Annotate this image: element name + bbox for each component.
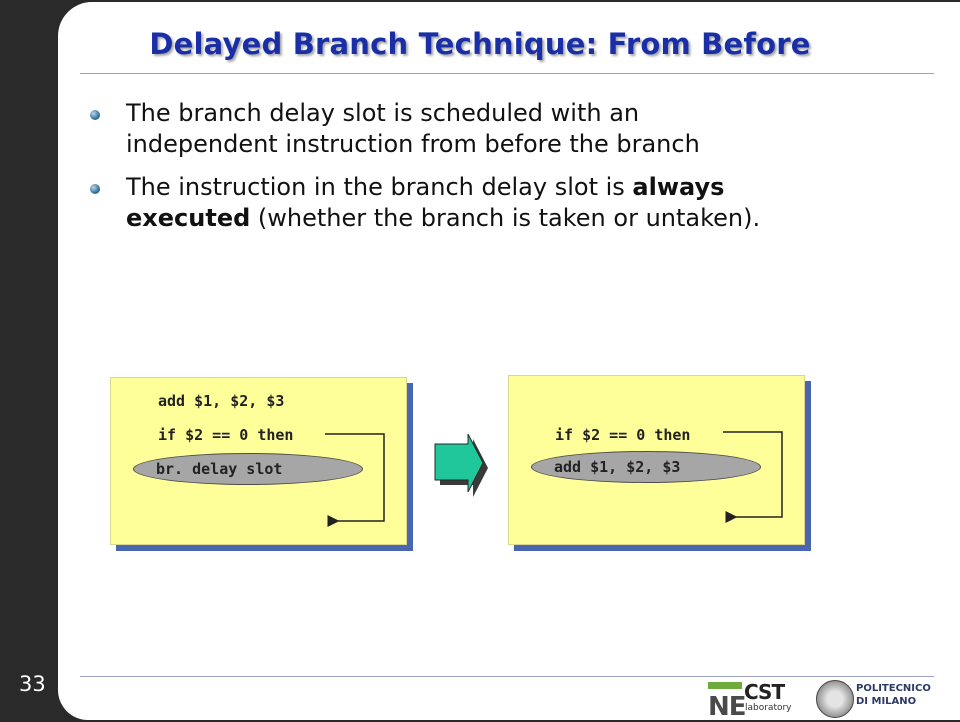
bullet-icon [90,110,100,120]
footer-divider [80,676,934,677]
footer-logos: NE CST laboratory POLITECNICO DI MILANO [700,678,940,722]
polimi-line-1: POLITECNICO [856,683,931,694]
polimi-seal-icon [816,680,854,718]
bullet-item: The instruction in the branch delay slot… [90,172,930,234]
bullet-text: independent instruction from before the … [126,130,700,158]
necst-logo-cst: CST [744,680,785,704]
slide-title: Delayed Branch Technique: From Before [149,27,811,61]
bullet-text: (whether the branch is taken or untaken)… [250,204,761,232]
bullet-text: The instruction in the branch delay slot… [126,173,633,201]
necst-logo-bar [708,682,742,689]
page-number: 33 [19,672,46,696]
before-line-add: add $1, $2, $3 [158,392,285,410]
bullet-item: The branch delay slot is scheduled with … [90,98,930,160]
slide-canvas [58,2,960,720]
transform-arrow-icon [434,433,488,497]
bullet-text: The branch delay slot is scheduled with … [126,99,640,127]
polimi-line-2: DI MILANO [856,696,917,707]
necst-logo-ne: NE [708,692,747,722]
before-line-branch: if $2 == 0 then [158,426,294,444]
after-line-branch: if $2 == 0 then [555,426,691,444]
before-delay-slot: br. delay slot [133,453,363,485]
bullet-emphasis: always [632,173,725,201]
title-divider [80,73,934,74]
after-delay-slot: add $1, $2, $3 [531,451,761,483]
bullet-emphasis: executed [126,204,251,232]
before-branch-loop-arrow [325,433,385,527]
bullet-list: The branch delay slot is scheduled with … [90,98,930,246]
polimi-logo-text: POLITECNICO DI MILANO [856,682,931,708]
necst-logo-sub: laboratory [745,703,792,713]
after-branch-loop-arrow [723,431,783,523]
bullet-icon [90,184,100,194]
